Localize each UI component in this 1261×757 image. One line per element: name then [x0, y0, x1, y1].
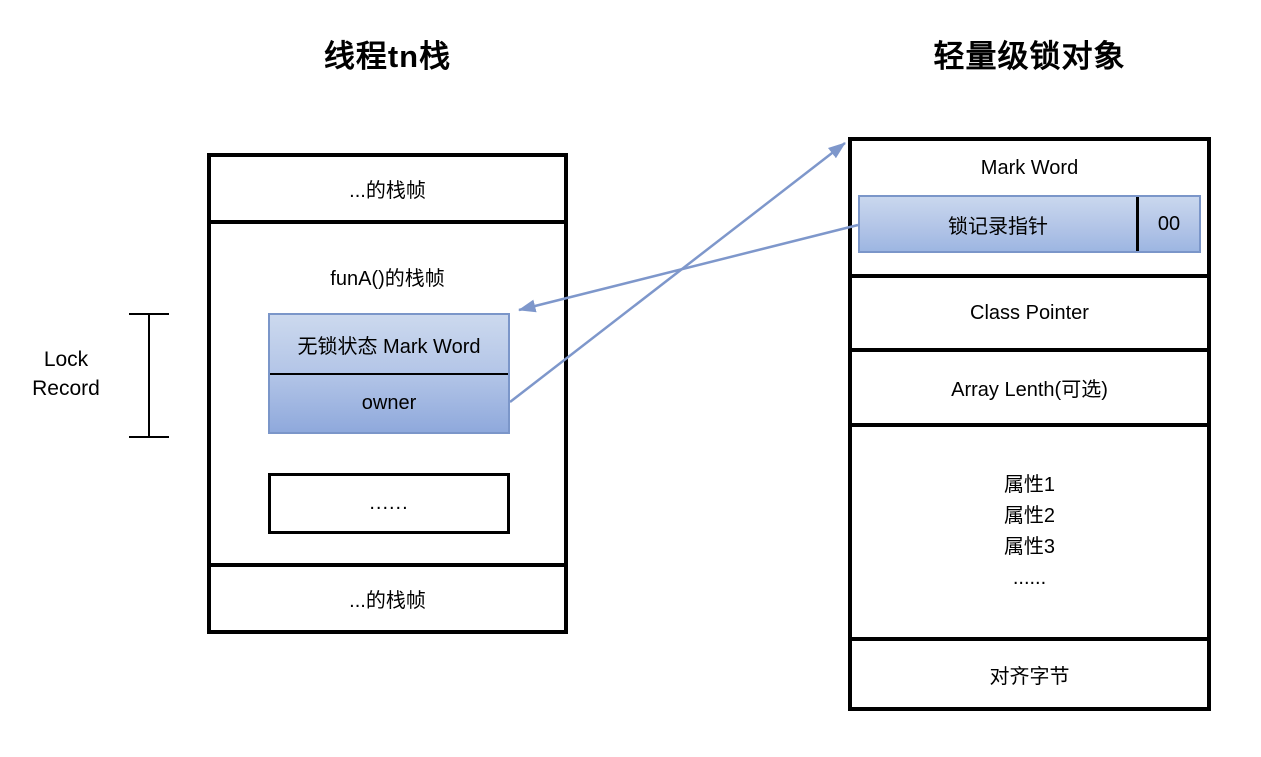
lock-flag-cell: 00	[1157, 212, 1181, 235]
align-bytes-row: 对齐字节	[989, 665, 1070, 688]
lock-record-label-line1: Lock	[43, 348, 89, 371]
title-thread-stack: 线程tn栈	[323, 39, 452, 74]
lock-record-label: Lock Record	[10, 345, 122, 403]
attribute-item: 属性3	[1003, 536, 1056, 558]
ellipsis-box: ......	[268, 473, 510, 534]
attribute-item: 属性1	[1003, 474, 1056, 496]
stack-frame-top: ...的栈帧	[211, 157, 564, 224]
mark-word-header: Mark Word	[980, 157, 1079, 179]
owner-cell: owner	[361, 392, 417, 414]
lock-record-label-line2: Record	[32, 377, 100, 400]
lock-record-bracket-top-cap	[129, 313, 169, 315]
mark-word-section: Mark Word 锁记录指针 00	[852, 141, 1207, 278]
attributes-row: 属性1 属性2 属性3 ......	[852, 427, 1207, 641]
array-length-row: Array Lenth(可选)	[852, 352, 1207, 427]
lock-record-pointer-box: 锁记录指针 00	[858, 195, 1201, 253]
title-lock-object: 轻量级锁对象	[933, 39, 1126, 74]
attribute-item: 属性2	[1003, 505, 1056, 527]
lock-record-bracket-stem	[148, 314, 150, 437]
lock-object-box: Mark Word 锁记录指针 00 Class Pointer Array L…	[848, 137, 1211, 711]
lock-record-pointer-cell: 锁记录指针	[948, 215, 1048, 238]
lock-record-bracket-bottom-cap	[129, 436, 169, 438]
stack-frame-funa: funA()的栈帧	[211, 224, 564, 563]
pointer-flag-divider	[1136, 197, 1139, 251]
stack-frame-bottom: ...的栈帧	[211, 563, 564, 630]
class-pointer-row: Class Pointer	[852, 278, 1207, 352]
displaced-mark-word-cell: 无锁状态 Mark Word	[270, 315, 508, 375]
funa-frame-label: funA()的栈帧	[330, 268, 445, 290]
attribute-item: ......	[1012, 567, 1047, 589]
lock-record-box: 无锁状态 Mark Word owner	[268, 313, 510, 434]
arrow-pointer-to-lock-record-icon	[518, 223, 859, 313]
